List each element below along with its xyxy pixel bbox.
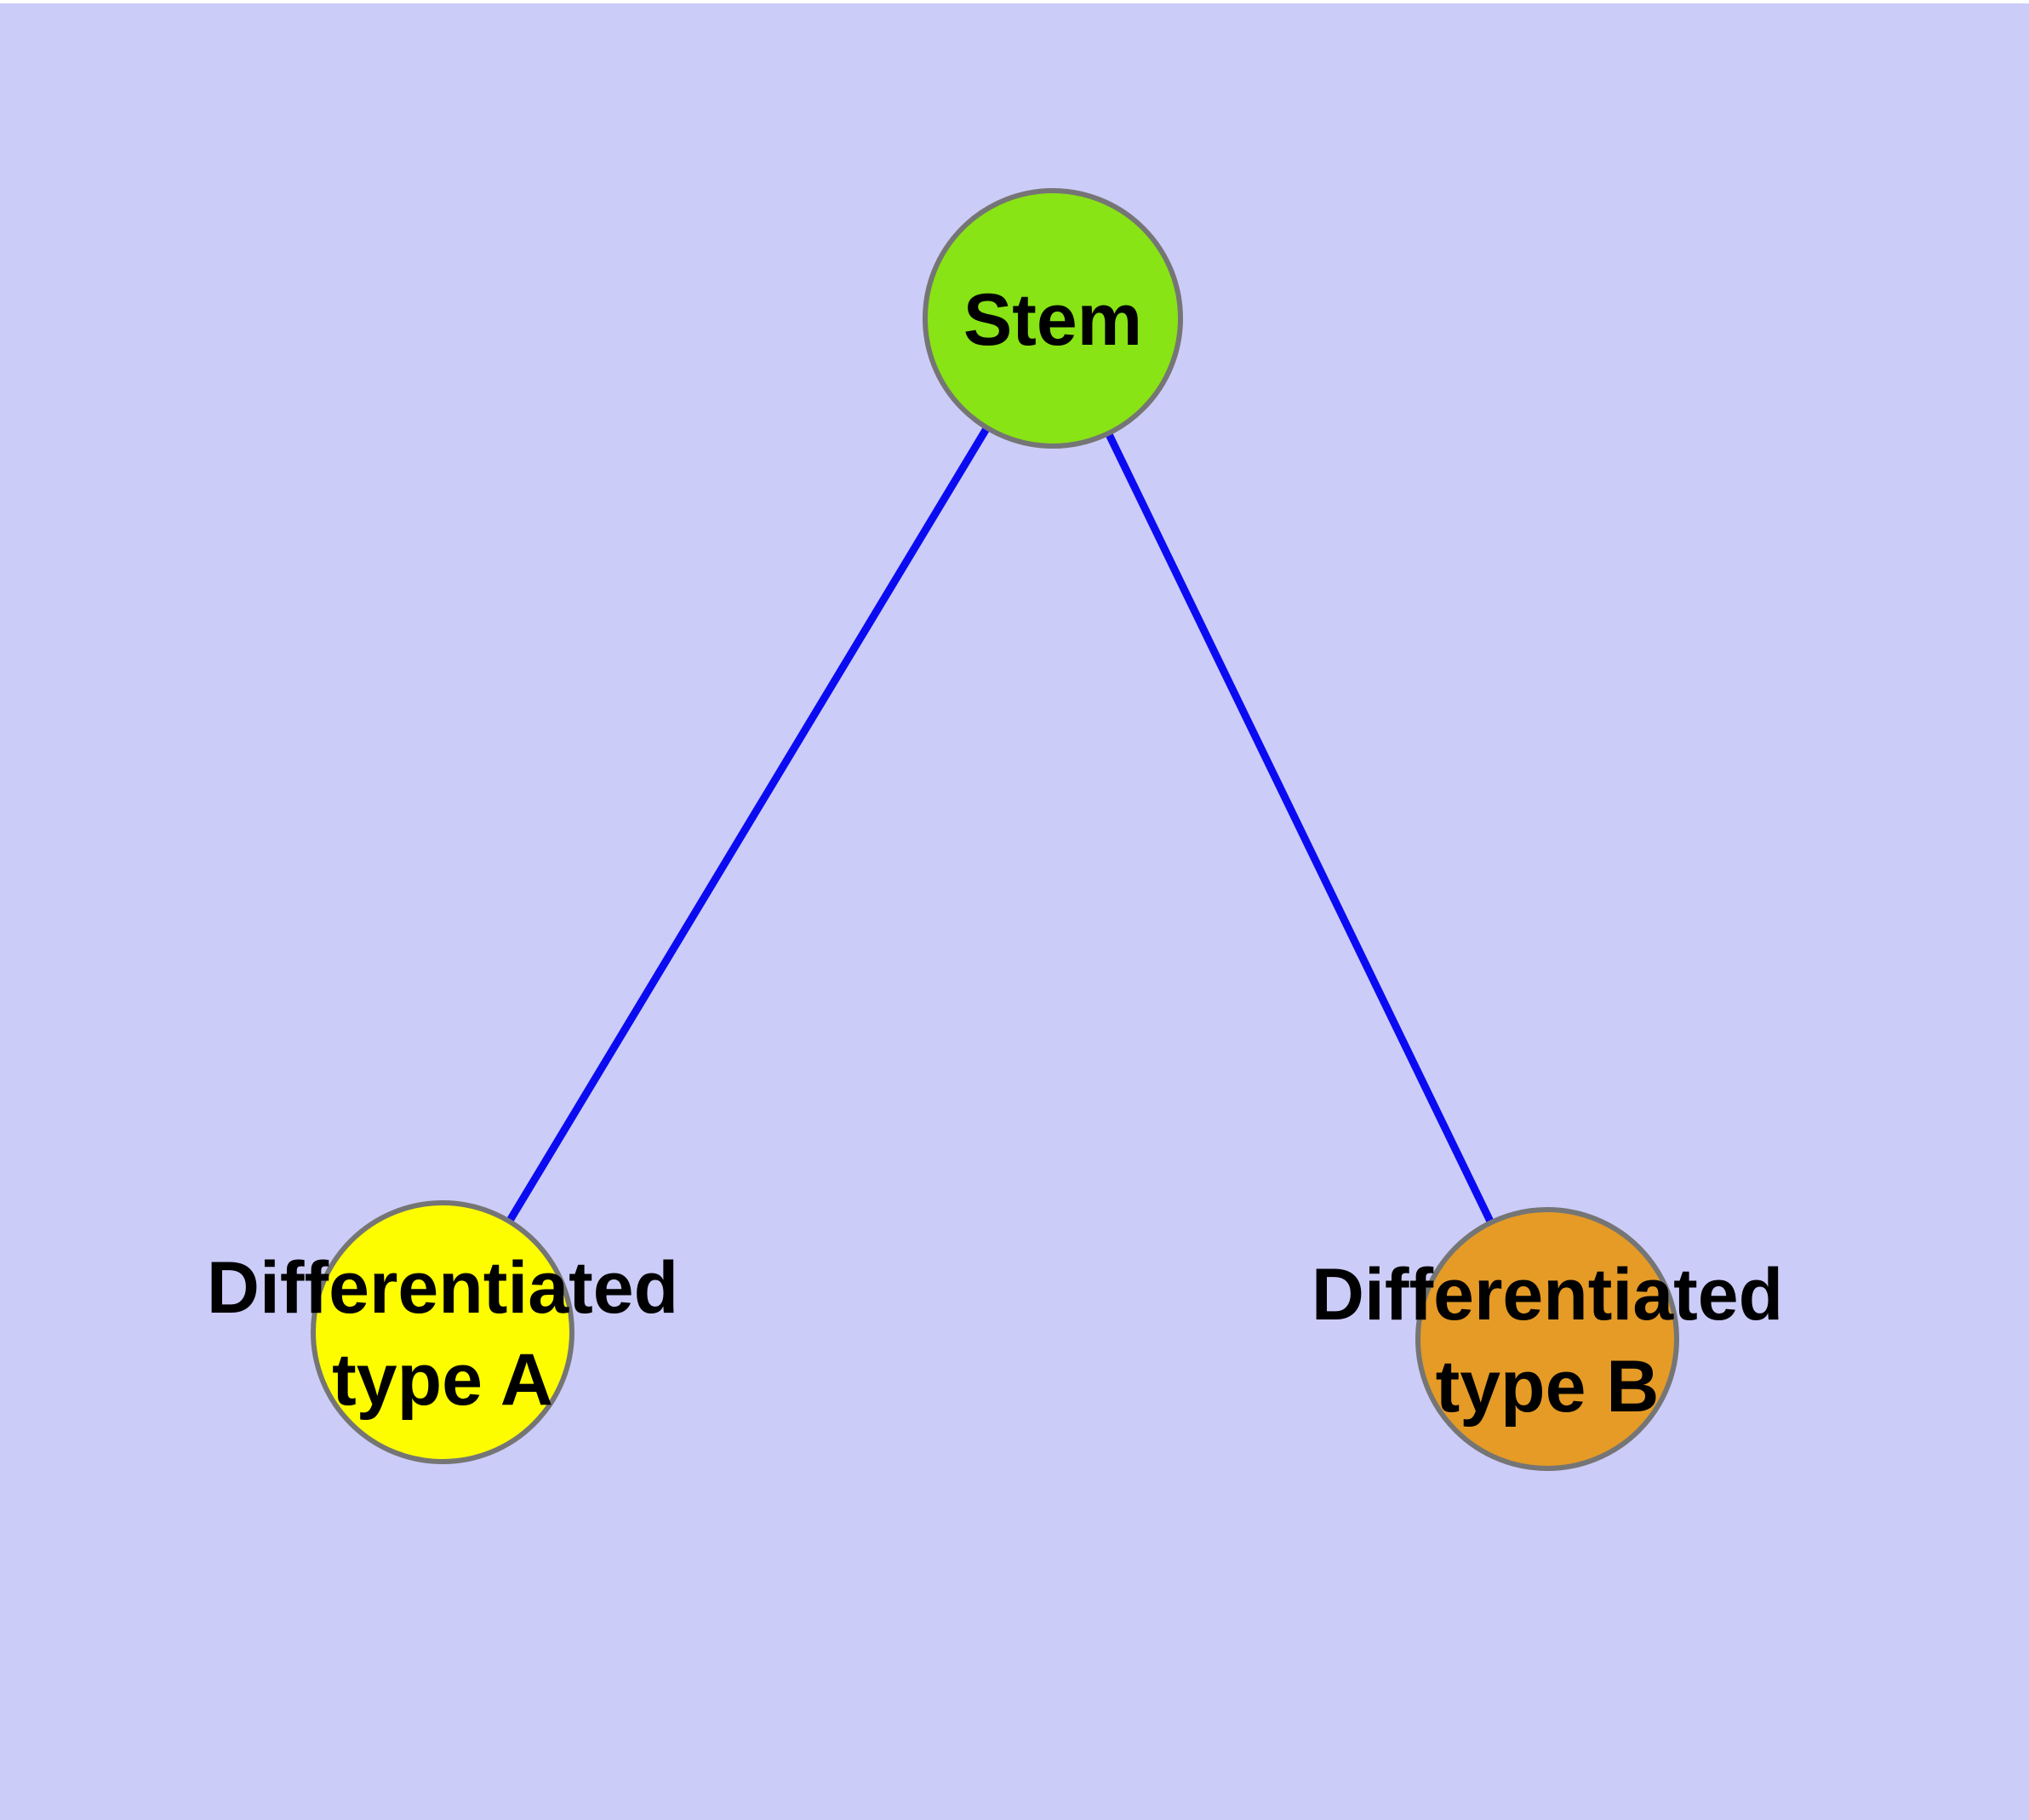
node-differentiated-type-a-label: Differentiated type A xyxy=(207,1247,678,1421)
node-differentiated-type-b-circle xyxy=(1415,1207,1679,1471)
node-differentiated-type-a-label-line-2: type A xyxy=(332,1339,553,1421)
node-stem-label-line-1: Stem xyxy=(963,279,1142,361)
top-margin-strip xyxy=(0,0,2029,3)
edge-stem-to-differentiated-type-a xyxy=(439,316,1056,1335)
node-stem-label: Stem xyxy=(963,279,1142,361)
edge-stem-to-differentiated-type-b xyxy=(1049,317,1552,1341)
node-stem-circle xyxy=(923,188,1183,449)
node-differentiated-type-a-label-line-1: Differentiated xyxy=(207,1247,678,1329)
node-differentiated-type-b-label-line-2: type B xyxy=(1436,1346,1660,1428)
node-differentiated-type-b-label: Differentiated type B xyxy=(1312,1254,1783,1428)
node-differentiated-type-a-circle xyxy=(311,1200,574,1464)
node-differentiated-type-b-label-line-1: Differentiated xyxy=(1312,1254,1783,1336)
